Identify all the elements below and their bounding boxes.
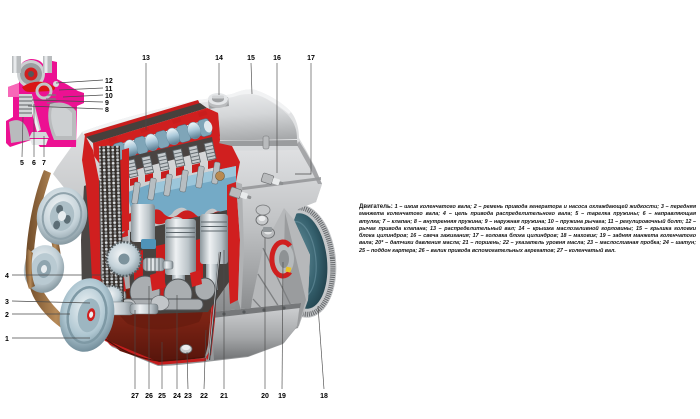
svg-text:3: 3 (5, 299, 9, 306)
svg-text:22: 22 (200, 393, 208, 400)
svg-text:25: 25 (158, 393, 166, 400)
svg-text:7: 7 (42, 160, 46, 167)
svg-text:10: 10 (105, 93, 113, 100)
svg-text:11: 11 (105, 86, 113, 93)
svg-text:5: 5 (20, 160, 24, 167)
svg-text:2: 2 (5, 312, 9, 319)
svg-text:1: 1 (5, 336, 9, 343)
svg-text:16: 16 (273, 55, 281, 62)
svg-text:15: 15 (247, 55, 255, 62)
svg-text:24: 24 (173, 393, 181, 400)
svg-text:8: 8 (105, 107, 109, 114)
svg-text:6: 6 (32, 160, 36, 167)
svg-text:21: 21 (220, 393, 228, 400)
svg-text:26: 26 (145, 393, 153, 400)
svg-text:20: 20 (261, 393, 269, 400)
svg-text:12: 12 (105, 78, 113, 85)
svg-text:17: 17 (307, 55, 315, 62)
svg-text:9: 9 (105, 100, 109, 107)
svg-text:14: 14 (215, 55, 223, 62)
svg-text:18: 18 (320, 393, 328, 400)
svg-text:27: 27 (131, 393, 139, 400)
svg-text:19: 19 (278, 393, 286, 400)
svg-text:23: 23 (184, 393, 192, 400)
svg-text:4: 4 (5, 273, 9, 280)
svg-text:13: 13 (142, 55, 150, 62)
